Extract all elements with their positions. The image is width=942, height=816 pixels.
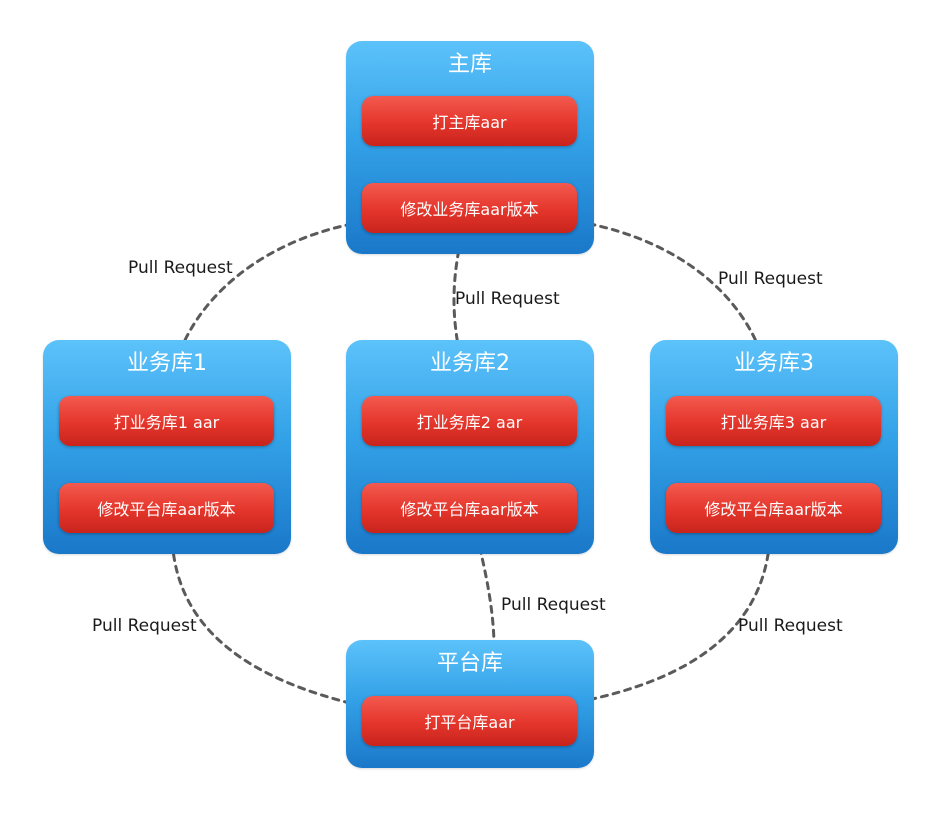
pull-request-label-platform-to-biz3: Pull Request [738,616,843,636]
main-build-aar-step: 打主库aar [362,96,577,146]
pull-request-label-platform-to-biz2: Pull Request [501,595,606,615]
pull-request-label-platform-to-biz1: Pull Request [92,616,197,636]
business-repo-2-title: 业务库2 [430,351,510,376]
pull-request-label-biz2-to-main: Pull Request [455,289,560,309]
business-repo-3-build-step: 打业务库3 aar [666,396,881,446]
main-update-biz-aar-step: 修改业务库aar版本 [362,183,577,233]
business-repo-3-box: 业务库3 打业务库3 aar 修改平台库aar版本 [650,340,898,554]
platform-repo-box: 平台库 打平台库aar [346,640,594,768]
business-repo-2-box: 业务库2 打业务库2 aar 修改平台库aar版本 [346,340,594,554]
edge-platform-to-biz3 [576,534,770,704]
main-repo-box: 主库 打主库aar 修改业务库aar版本 [346,41,594,254]
business-repo-3-title: 业务库3 [734,351,814,376]
edge-biz2-to-main [452,233,472,401]
pull-request-label-biz1-to-main: Pull Request [128,258,233,278]
business-repo-2-build-step: 打业务库2 aar [362,396,577,446]
business-repo-1-build-step: 打业务库1 aar [59,396,274,446]
business-repo-1-update-step: 修改平台库aar版本 [59,483,274,533]
platform-repo-title: 平台库 [436,651,503,676]
business-repo-3-update-step: 修改平台库aar版本 [666,483,881,533]
edge-platform-to-biz1 [172,534,364,708]
pull-request-label-biz3-to-main: Pull Request [718,269,823,289]
platform-build-aar-step: 打平台库aar [362,696,577,746]
business-repo-1-box: 业务库1 打业务库1 aar 修改平台库aar版本 [43,340,291,554]
business-repo-2-update-step: 修改平台库aar版本 [362,483,577,533]
business-repo-1-title: 业务库1 [127,351,207,376]
main-repo-title: 主库 [447,52,492,77]
